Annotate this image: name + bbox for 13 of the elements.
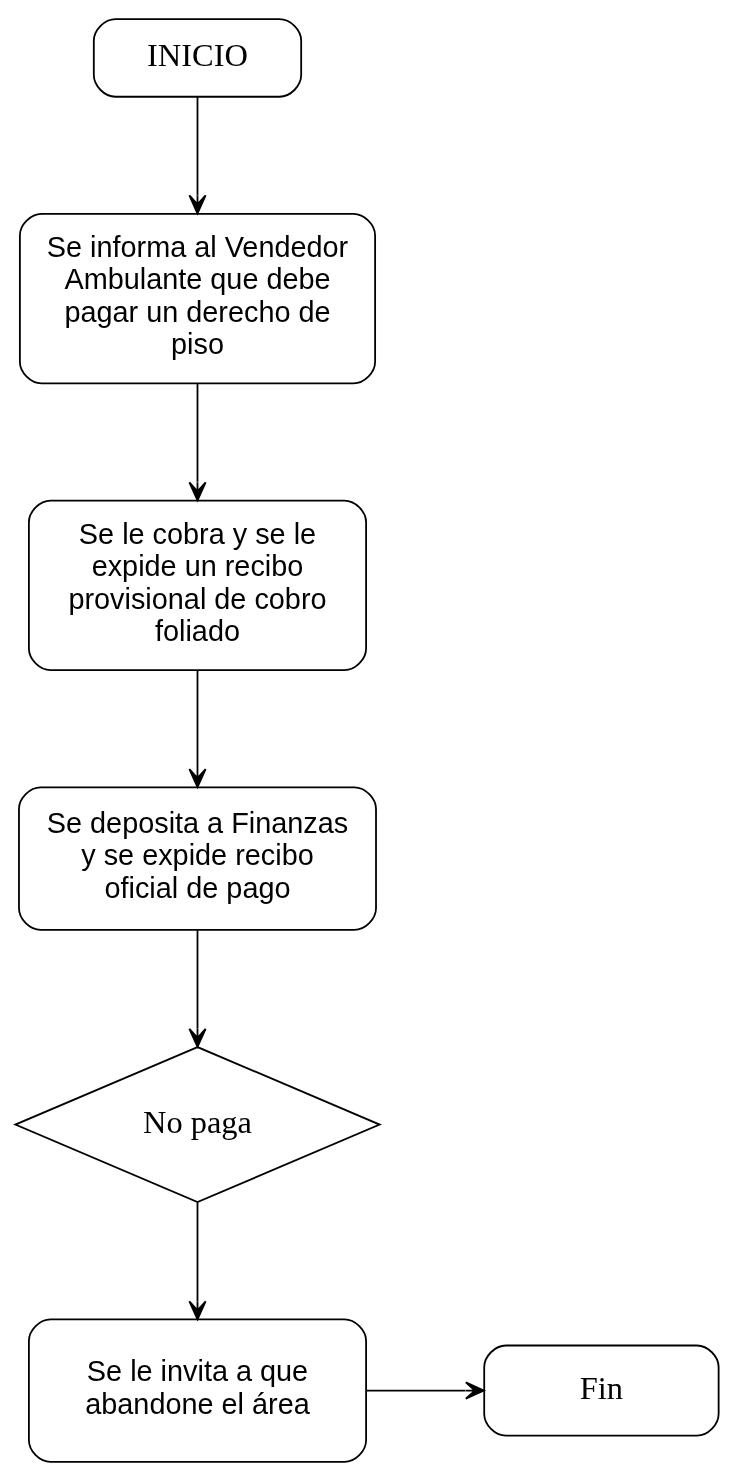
node-box: Se deposita a Finanzas y se expide recibo oficial de pago <box>18 786 377 931</box>
arrow <box>188 383 207 502</box>
node-box: Se le cobra y se le expide un recibo provisional de cobro foliado <box>28 499 367 672</box>
node-diamond: No paga <box>13 1046 382 1204</box>
node-box: Se informa al Vendedor Ambulante que debe pagar un derecho de piso <box>19 213 376 385</box>
arrow <box>188 1201 207 1321</box>
arrow <box>188 95 207 215</box>
node-box: Fin <box>483 1344 720 1437</box>
node-box: INICIO <box>92 18 303 98</box>
node-box: Se le invita a que abandone el área <box>28 1318 367 1463</box>
arrow <box>365 1381 485 1400</box>
arrow <box>188 669 207 789</box>
arrow <box>188 929 207 1048</box>
